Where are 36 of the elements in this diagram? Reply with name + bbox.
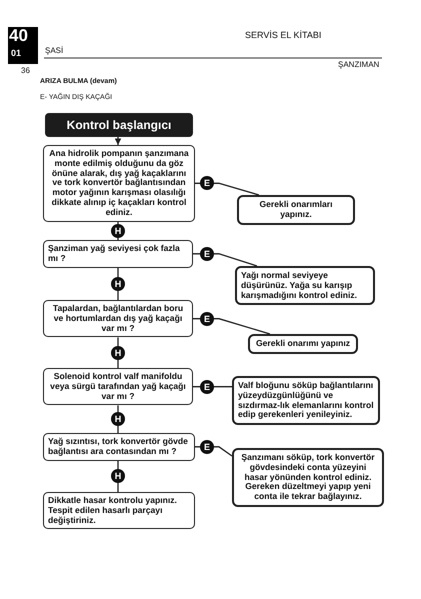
connector-line xyxy=(117,268,119,300)
edge-label: H xyxy=(111,224,125,238)
subsection-name: ŞANZIMAN xyxy=(338,60,380,69)
page-number: 36 xyxy=(21,66,30,75)
connector-line xyxy=(117,405,119,433)
edge-label: H xyxy=(111,276,125,291)
action-box: Gerekli onarımları yapınız. xyxy=(237,195,355,225)
action-box: Valf bloğunu söküp bağlantılarını yüzeydüzgünlüğünü ve sızdırmaz-lık elemanlarını kontrol edip gerekenleri yenileyiniz. xyxy=(232,376,380,426)
action-box: Yağı normal seviyeye düşürünüz. Yağa su karışıp karışmadığını kontrol ediniz. xyxy=(235,266,375,306)
question-box: Yağ sızıntısı, tork konvertör gövde bağlantısı ara contasından mı ? xyxy=(43,433,195,461)
section-name: ŞASİ xyxy=(45,46,64,55)
action-box: Şanzımanı söküp, tork konvertör gövdesindeki conta yüzeyini hasar yönünden kontrol ediniz. Gereken düzeltmeyi yapıp yeni conta ile tekrar bağlayınız. xyxy=(232,448,384,507)
page-number: 40 xyxy=(9,26,28,46)
edge-label: H xyxy=(111,412,125,426)
question-box: Dikkatle hasar kontrolu yapınız. Tespit edilen hasarlı parçayı değiştiriniz. xyxy=(43,492,195,530)
start-box: Kontrol başlangıcı xyxy=(45,113,193,137)
action-box: Gerekli onarımı yapınız xyxy=(248,334,358,354)
edge-label: E xyxy=(200,440,214,454)
edge-label: E xyxy=(200,312,214,326)
edge-label: E xyxy=(200,246,214,261)
arrow xyxy=(114,137,122,145)
connector-line xyxy=(193,253,258,267)
header-title: SERVİS EL KİTABI xyxy=(245,30,322,40)
question-box: Tapalardan, bağlantılardan boru ve hortumlardan dış yağ kaçağı var mı ? xyxy=(43,300,193,338)
question-box: Şanziman yağ seviyesi çok fazla mı ? xyxy=(43,240,193,268)
connector-line xyxy=(193,318,270,335)
question-box: Ana hidrolik pompanın şanzımana monte edilmiş olduğunu da göz önüne alarak, dış yağ kaçaklarını ve tork konvertör bağlantısından motor yağının karışması olasılığı dikkate alınıp iç kaçakları kontrol ediniz. xyxy=(43,145,195,222)
edge-label: E xyxy=(200,380,214,394)
question-box: Solenoid kontrol valf manifoldu veya sürgü tarafından yağ kaçağı var mı ? xyxy=(43,368,193,406)
connector-line xyxy=(117,460,119,492)
connector-line xyxy=(117,337,119,368)
edge-label: H xyxy=(111,469,125,484)
edge-label: E xyxy=(200,176,214,190)
chapter-number: 01 xyxy=(11,48,22,58)
connector-line xyxy=(195,182,260,196)
edge-label: H xyxy=(111,346,125,360)
